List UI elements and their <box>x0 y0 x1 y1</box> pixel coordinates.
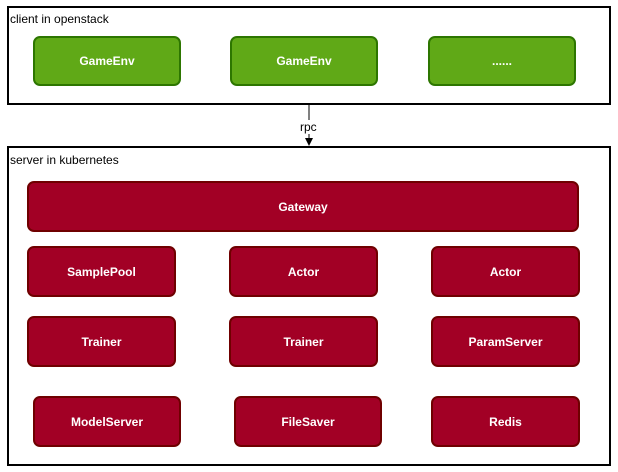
more-gameenv-node[interactable]: ...... <box>428 36 576 86</box>
filesaver-node[interactable]: FileSaver <box>234 396 382 447</box>
redis-node[interactable]: Redis <box>431 396 580 447</box>
gateway-node[interactable]: Gateway <box>27 181 579 232</box>
trainer-node-2[interactable]: Trainer <box>229 316 378 367</box>
samplepool-node[interactable]: SamplePool <box>27 246 176 297</box>
client-container-label: client in openstack <box>10 12 109 26</box>
rpc-arrowhead <box>305 138 313 146</box>
actor-node-1[interactable]: Actor <box>229 246 378 297</box>
server-container-label: server in kubernetes <box>10 153 119 167</box>
paramserver-node[interactable]: ParamServer <box>431 316 580 367</box>
rpc-label: rpc <box>298 120 319 134</box>
actor-node-2[interactable]: Actor <box>431 246 580 297</box>
trainer-node-1[interactable]: Trainer <box>27 316 176 367</box>
modelserver-node[interactable]: ModelServer <box>33 396 181 447</box>
gameenv-node-2[interactable]: GameEnv <box>230 36 378 86</box>
gameenv-node-1[interactable]: GameEnv <box>33 36 181 86</box>
